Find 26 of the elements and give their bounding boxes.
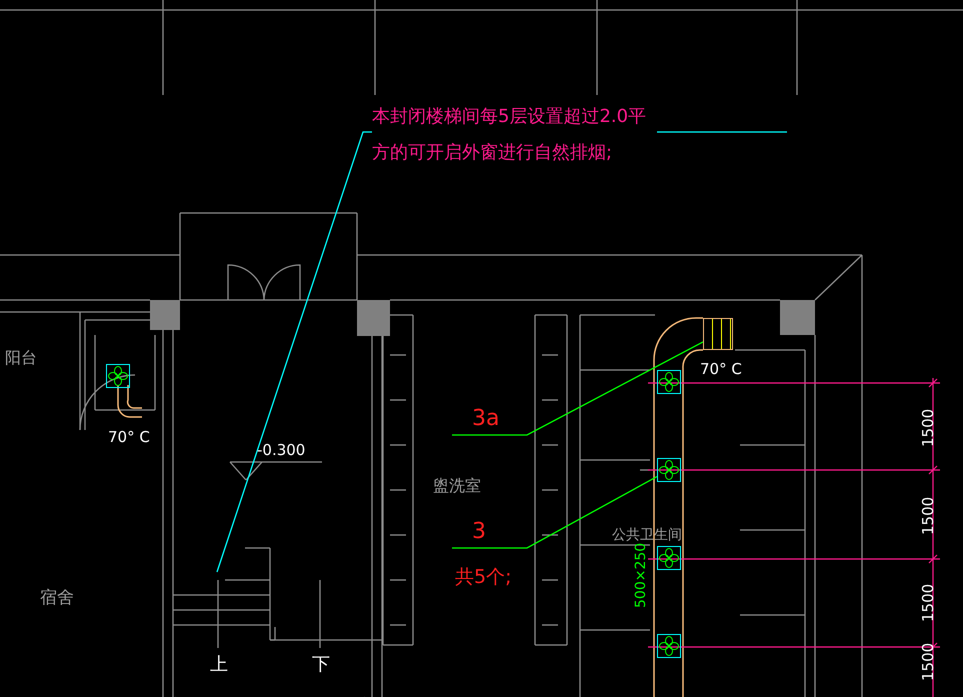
exhaust-fan-icon — [657, 458, 681, 482]
count-note: 共5个; — [455, 568, 512, 587]
temperature-label: 70° C — [108, 430, 150, 445]
level-label: -0.300 — [257, 443, 306, 458]
stair-direction-label: 上 — [210, 656, 228, 674]
duct-size-label: 500×250 — [634, 542, 648, 608]
exhaust-fan-icon — [657, 634, 681, 658]
dimension-label: 1500 — [921, 642, 936, 681]
temperature-label: 70° C — [700, 362, 742, 377]
callout-number: 3a — [452, 405, 512, 435]
dimension-label: 1500 — [921, 408, 936, 447]
stair-direction-label: 下 — [312, 656, 330, 674]
dimension-label: 1500 — [921, 584, 936, 622]
exhaust-fan-icon — [657, 370, 681, 394]
dimension-label: 1500 — [921, 496, 936, 535]
room-label: 阳台 — [5, 350, 37, 366]
exhaust-fan-icon — [106, 364, 130, 388]
leader-line — [216, 131, 372, 572]
duct-outlet — [703, 318, 733, 350]
note-text: 本封闭楼梯间每5层设置超过2.0平方的可开启外窗进行自然排烟; — [372, 95, 657, 180]
exhaust-fan-icon — [657, 546, 681, 570]
callout-number: 3 — [452, 518, 512, 548]
leader-line — [452, 341, 704, 436]
leader-line — [452, 476, 658, 549]
room-label: 盥洗室 — [433, 478, 481, 494]
room-label: 宿舍 — [40, 590, 74, 607]
